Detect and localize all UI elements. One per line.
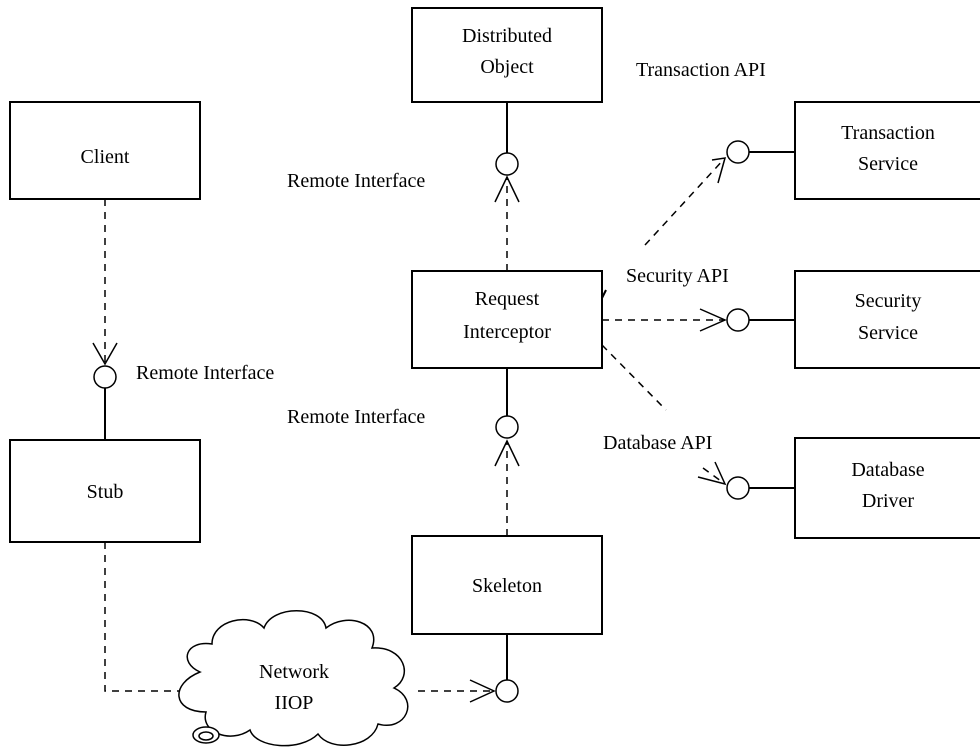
stub-to-network-dependency xyxy=(104,542,180,692)
transaction-service-label-line2: Service xyxy=(858,153,918,175)
transaction-interface-lollipop-icon xyxy=(726,140,750,164)
transaction-service-box: Transaction Service xyxy=(794,101,980,200)
interceptor-to-database-dependency xyxy=(601,344,727,486)
transaction-service-interface: Transaction API xyxy=(636,59,795,164)
client-label: Client xyxy=(81,146,130,168)
skeleton-to-interceptor-dependency xyxy=(494,439,520,536)
network-label-line1: Network xyxy=(259,661,329,683)
skeleton-label: Skeleton xyxy=(472,575,542,597)
security-interface-lollipop-icon xyxy=(726,308,750,332)
security-service-label-line1: Security xyxy=(855,290,922,312)
object-remote-interface-label: Remote Interface xyxy=(287,170,425,192)
database-driver-interface: Database API xyxy=(603,432,795,500)
stub-interface-lollipop-icon xyxy=(93,365,117,389)
request-interceptor-box: Request Interceptor xyxy=(411,270,603,369)
distributed-object-box: Distributed Object xyxy=(411,7,603,103)
object-interface-lollipop-icon xyxy=(495,152,519,176)
object-remote-interface: Remote Interface xyxy=(287,102,519,192)
distributed-object-label-line1: Distributed xyxy=(462,25,552,47)
stub-label: Stub xyxy=(87,481,124,503)
request-interceptor-label-line1: Request xyxy=(475,288,540,310)
database-api-label: Database API xyxy=(603,432,712,454)
database-interface-lollipop-icon xyxy=(726,476,750,500)
stub-remote-interface-label: Remote Interface xyxy=(136,362,274,384)
database-driver-label-line1: Database xyxy=(851,459,924,481)
interceptor-to-object-dependency xyxy=(494,175,520,271)
request-interceptor-label-line2: Interceptor xyxy=(463,321,551,343)
stub-remote-interface: Remote Interface xyxy=(93,362,274,440)
interceptor-interface-lollipop-icon xyxy=(495,415,519,439)
skeleton-box: Skeleton xyxy=(411,535,603,635)
interceptor-remote-interface-label: Remote Interface xyxy=(287,406,425,428)
transaction-service-label-line1: Transaction xyxy=(841,122,935,144)
interceptor-to-transaction-dependency xyxy=(644,157,727,246)
network-cloud-icon xyxy=(178,610,409,747)
network-cloud-puff-small xyxy=(198,731,214,741)
stub-box: Stub xyxy=(9,439,201,543)
network-cloud: Network IIOP xyxy=(178,610,409,747)
network-label-line2: IIOP xyxy=(275,692,314,714)
security-api-label: Security API xyxy=(626,265,729,287)
network-to-skeleton-dependency xyxy=(418,679,496,703)
interceptor-remote-interface: Remote Interface xyxy=(287,368,519,439)
transaction-api-label: Transaction API xyxy=(636,59,766,81)
security-service-label-line2: Service xyxy=(858,322,918,344)
security-service-interface: Security API xyxy=(626,265,795,332)
skeleton-interface xyxy=(495,634,519,703)
security-service-box: Security Service xyxy=(794,270,980,369)
client-box: Client xyxy=(9,101,201,200)
distributed-object-label-line2: Object xyxy=(480,56,534,78)
client-to-stub-dependency xyxy=(92,199,118,366)
skeleton-interface-lollipop-icon xyxy=(495,679,519,703)
database-driver-label-line2: Driver xyxy=(862,490,915,512)
interceptor-to-security-dependency xyxy=(601,289,727,332)
database-driver-box: Database Driver xyxy=(794,437,980,539)
